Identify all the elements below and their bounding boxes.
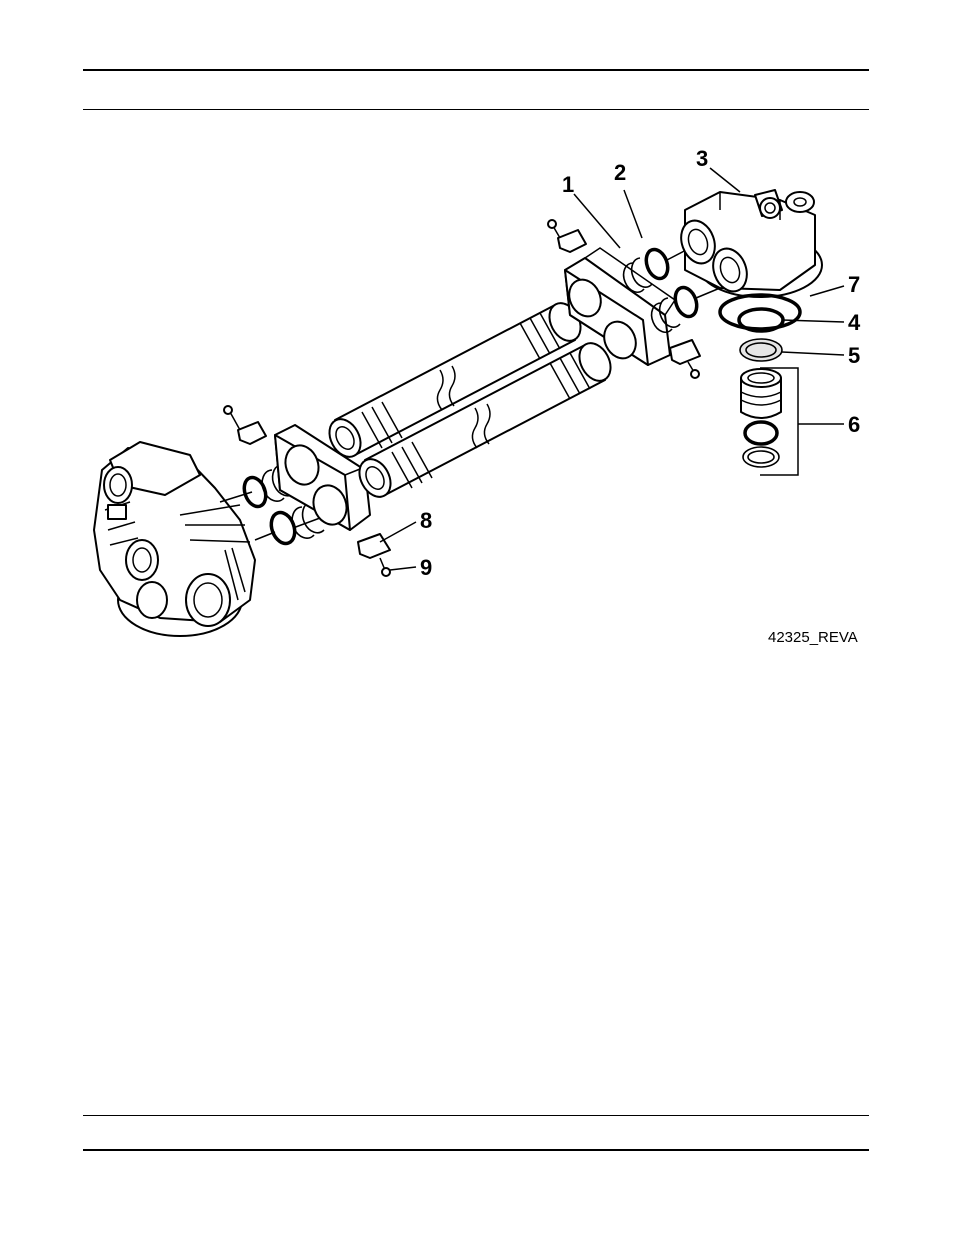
callout-5: 5	[848, 343, 860, 368]
valve-body-left	[94, 442, 255, 636]
o-ring-right-upper	[642, 246, 671, 281]
callout-3: 3	[696, 146, 708, 171]
callout-7: 7	[848, 272, 860, 297]
footer-rule-bottom	[83, 1149, 869, 1151]
header-rule-top	[83, 69, 869, 71]
callout-6: 6	[848, 412, 860, 437]
footer-rule-top	[83, 1115, 869, 1116]
clip-right-bottom	[670, 340, 700, 378]
callout-4: 4	[848, 310, 861, 335]
cartridge-assembly	[741, 369, 781, 467]
callout-9: 9	[420, 555, 432, 580]
callout-8: 8	[420, 508, 432, 533]
callout-1: 1	[562, 172, 574, 197]
clip-right-top	[548, 220, 586, 252]
callout-2: 2	[614, 160, 626, 185]
large-o-ring	[720, 295, 800, 329]
screw-left-bottom	[380, 558, 390, 576]
header-rule-bottom	[83, 109, 869, 110]
exploded-assembly-diagram: 1 2 3 7 4 5 6 8 9 42325_REVA	[80, 130, 880, 660]
clip-left-top	[224, 406, 266, 444]
figure-id-label: 42325_REVA	[768, 629, 858, 646]
valve-head	[675, 190, 822, 297]
o-ring-right-lower	[671, 284, 700, 319]
clip-left-bottom	[358, 534, 390, 558]
